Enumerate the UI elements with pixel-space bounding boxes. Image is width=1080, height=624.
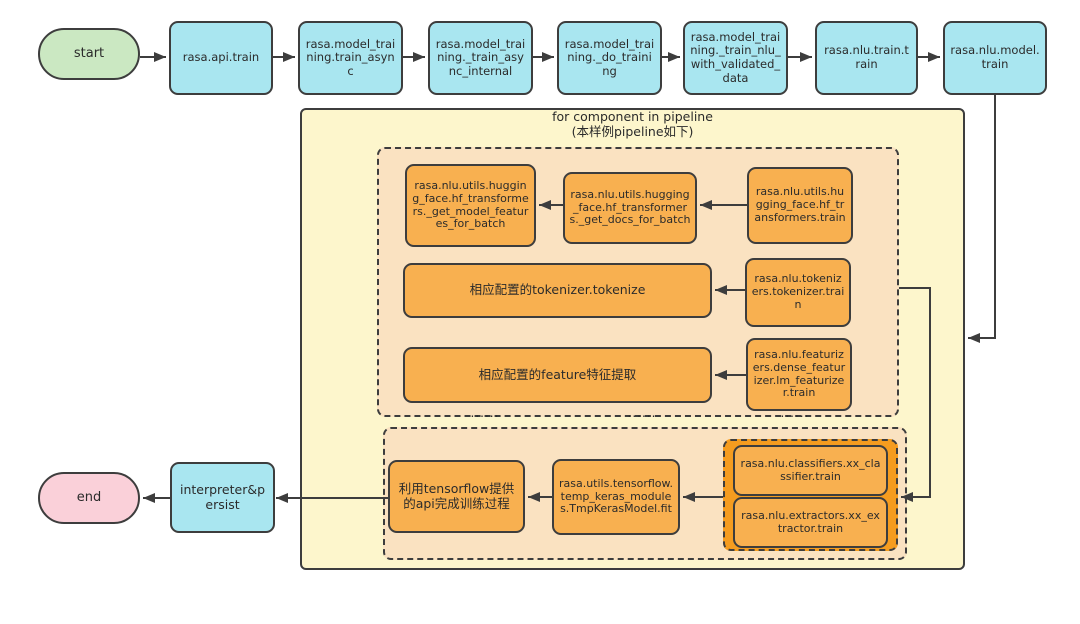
- node-nlu-model-train: rasa.nlu.model.train: [943, 21, 1047, 95]
- loop-title: for component in pipeline (本样例pipeline如下…: [300, 109, 965, 140]
- node-train-async-internal: rasa.model_training._train_async_interna…: [428, 21, 533, 95]
- node-tokenizer-train: rasa.nlu.tokenizers.tokenizer.train: [745, 258, 851, 327]
- node-train-nlu-with-validated-data: rasa.model_training._train_nlu_with_vali…: [683, 21, 788, 95]
- node-interpreter-persist: interpreter&persist: [170, 462, 275, 533]
- node-get-model-features-for-batch: rasa.nlu.utils.hugging_face.hf_transform…: [405, 164, 536, 247]
- node-lm-featurizer-train: rasa.nlu.featurizers.dense_featurizer.lm…: [746, 338, 852, 411]
- ellipsis-left: ......: [470, 406, 500, 420]
- node-nlu-train-train: rasa.nlu.train.train: [815, 21, 918, 95]
- node-get-docs-for-batch: rasa.nlu.utils.hugging_face.hf_transform…: [563, 172, 697, 244]
- loop-title-line2: (本样例pipeline如下): [571, 123, 694, 139]
- node-hf-transformers-train: rasa.nlu.utils.hugging_face.hf_transform…: [747, 167, 853, 244]
- node-xx-extractor-train: rasa.nlu.extractors.xx_extractor.train: [733, 497, 888, 548]
- end-node: end: [38, 472, 140, 524]
- node-tokenizer-tokenize: 相应配置的tokenizer.tokenize: [403, 263, 712, 318]
- arrow-model-train-to-loop: [968, 95, 996, 343]
- ellipsis-mid: ......: [627, 406, 657, 420]
- node-feature-extract: 相应配置的feature特征提取: [403, 347, 712, 403]
- node-train-async: rasa.model_training.train_async: [298, 21, 403, 95]
- ellipsis-right: ......: [780, 406, 810, 420]
- loop-title-line1: for component in pipeline: [552, 109, 713, 124]
- node-rasa-api-train: rasa.api.train: [169, 21, 273, 95]
- node-tmp-keras-model-fit: rasa.utils.tensorflow.temp_keras_modules…: [552, 459, 680, 535]
- node-tensorflow-api-train: 利用tensorflow提供的api完成训练过程: [388, 460, 525, 533]
- node-xx-classifier-train: rasa.nlu.classifiers.xx_classifier.train: [733, 445, 888, 496]
- start-node: start: [38, 28, 140, 80]
- node-do-training: rasa.model_training._do_training: [557, 21, 662, 95]
